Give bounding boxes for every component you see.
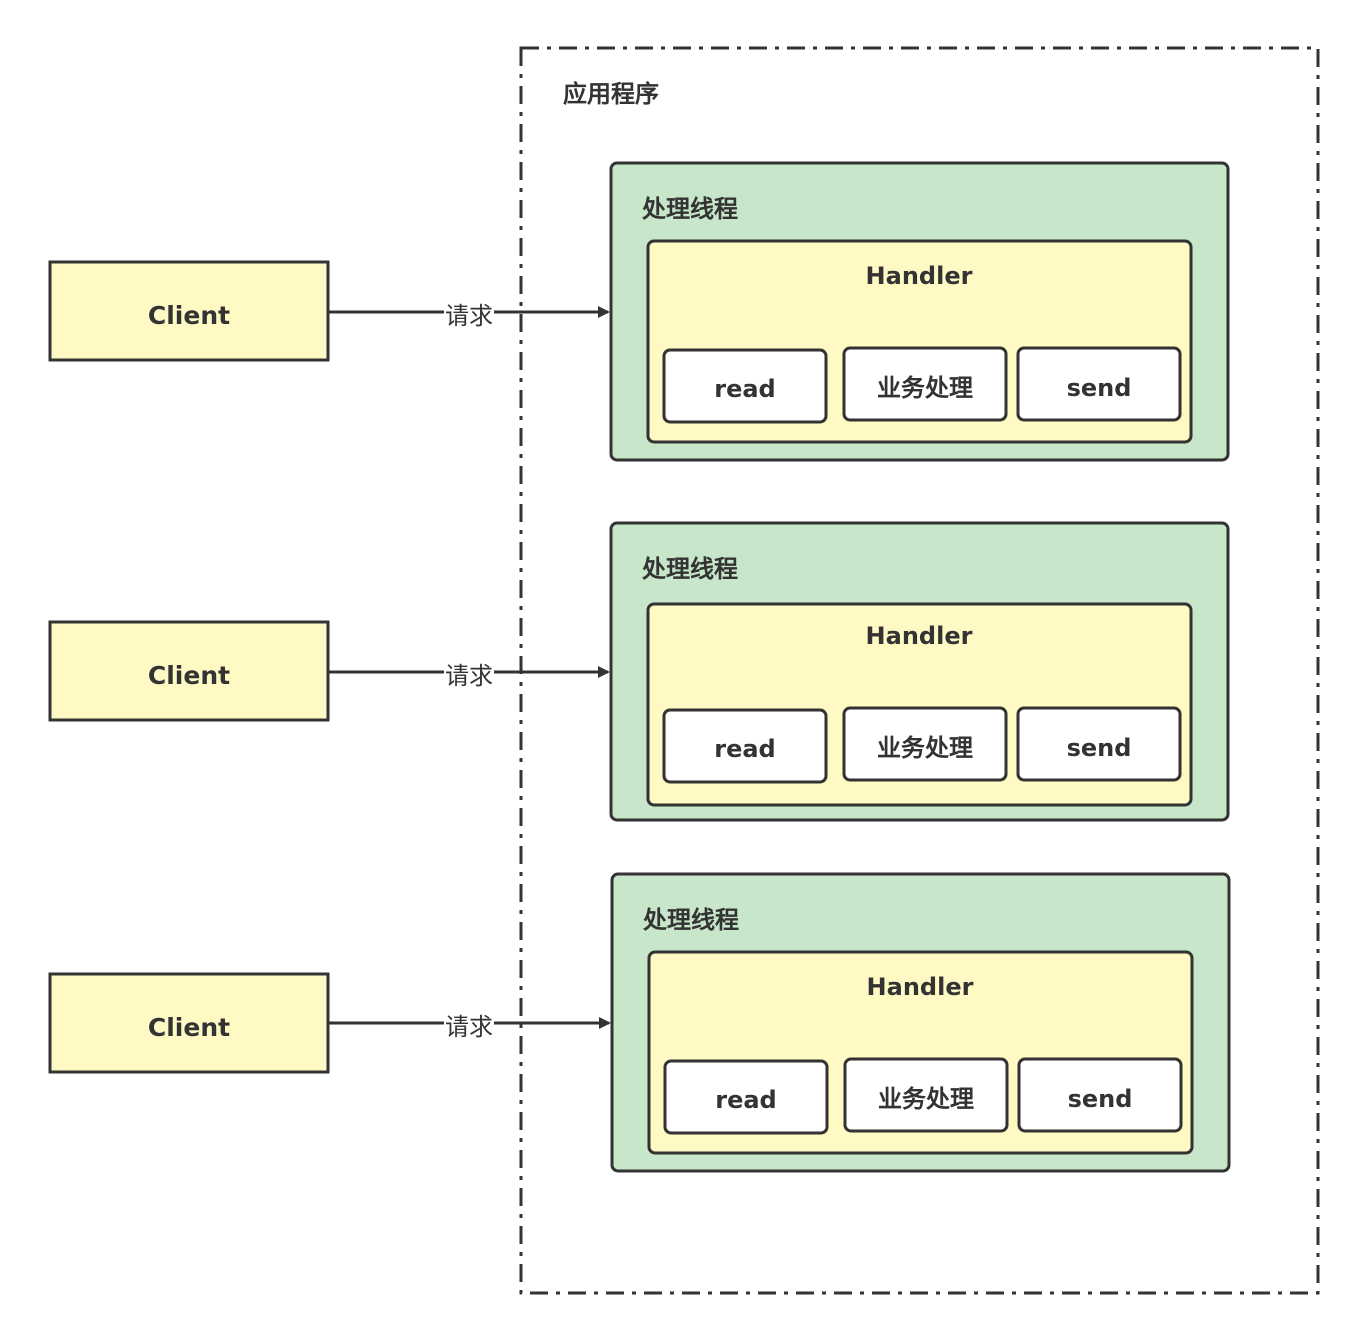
step-box-read — [662, 708, 828, 784]
step-box-read — [663, 1059, 829, 1135]
step-box-business — [843, 1057, 1009, 1133]
handler-title: Handler — [866, 262, 973, 290]
thread-title: 处理线程 — [642, 906, 739, 934]
step-label-send: send — [1067, 734, 1132, 762]
request-edge-2: 请求 — [328, 660, 610, 690]
client-node-1: Client — [48, 260, 330, 362]
application-container-title: 应用程序 — [563, 80, 659, 108]
edge-label: 请求 — [445, 302, 493, 330]
step-label-business: 业务处理 — [878, 1085, 974, 1113]
request-edge-1: 请求 — [328, 300, 610, 330]
edge-label: 请求 — [445, 662, 493, 690]
step-box-send — [1016, 706, 1182, 782]
edge-label-bg — [444, 660, 494, 690]
client-box — [48, 620, 330, 722]
client-node-3: Client — [48, 972, 330, 1074]
client-label: Client — [148, 1013, 230, 1042]
edge-label: 请求 — [445, 1013, 493, 1041]
client-box — [48, 260, 330, 362]
client-node-2: Client — [48, 620, 330, 722]
step-label-business: 业务处理 — [877, 374, 973, 402]
thread-title: 处理线程 — [641, 195, 738, 223]
thread-title: 处理线程 — [641, 555, 738, 583]
step-label-read: read — [715, 1086, 777, 1114]
handler-title: Handler — [866, 622, 973, 650]
edge-label-bg — [444, 1011, 494, 1041]
step-box-business — [842, 706, 1008, 782]
thread-group-3: 处理线程 Handler read 业务处理 send — [610, 872, 1231, 1173]
handler-title: Handler — [867, 973, 974, 1001]
edge-label-bg — [444, 300, 494, 330]
step-box-read — [662, 348, 828, 424]
step-label-read: read — [714, 735, 776, 763]
step-box-business — [842, 346, 1008, 422]
thread-group-1: 处理线程 Handler read 业务处理 send — [609, 161, 1230, 462]
client-label: Client — [148, 661, 230, 690]
client-label: Client — [148, 301, 230, 330]
step-box-send — [1016, 346, 1182, 422]
request-edge-3: 请求 — [328, 1011, 611, 1041]
step-label-business: 业务处理 — [877, 734, 973, 762]
client-box — [48, 972, 330, 1074]
step-label-send: send — [1067, 374, 1132, 402]
thread-group-2: 处理线程 Handler read 业务处理 send — [609, 521, 1230, 822]
step-box-send — [1017, 1057, 1183, 1133]
step-label-read: read — [714, 375, 776, 403]
step-label-send: send — [1068, 1085, 1133, 1113]
